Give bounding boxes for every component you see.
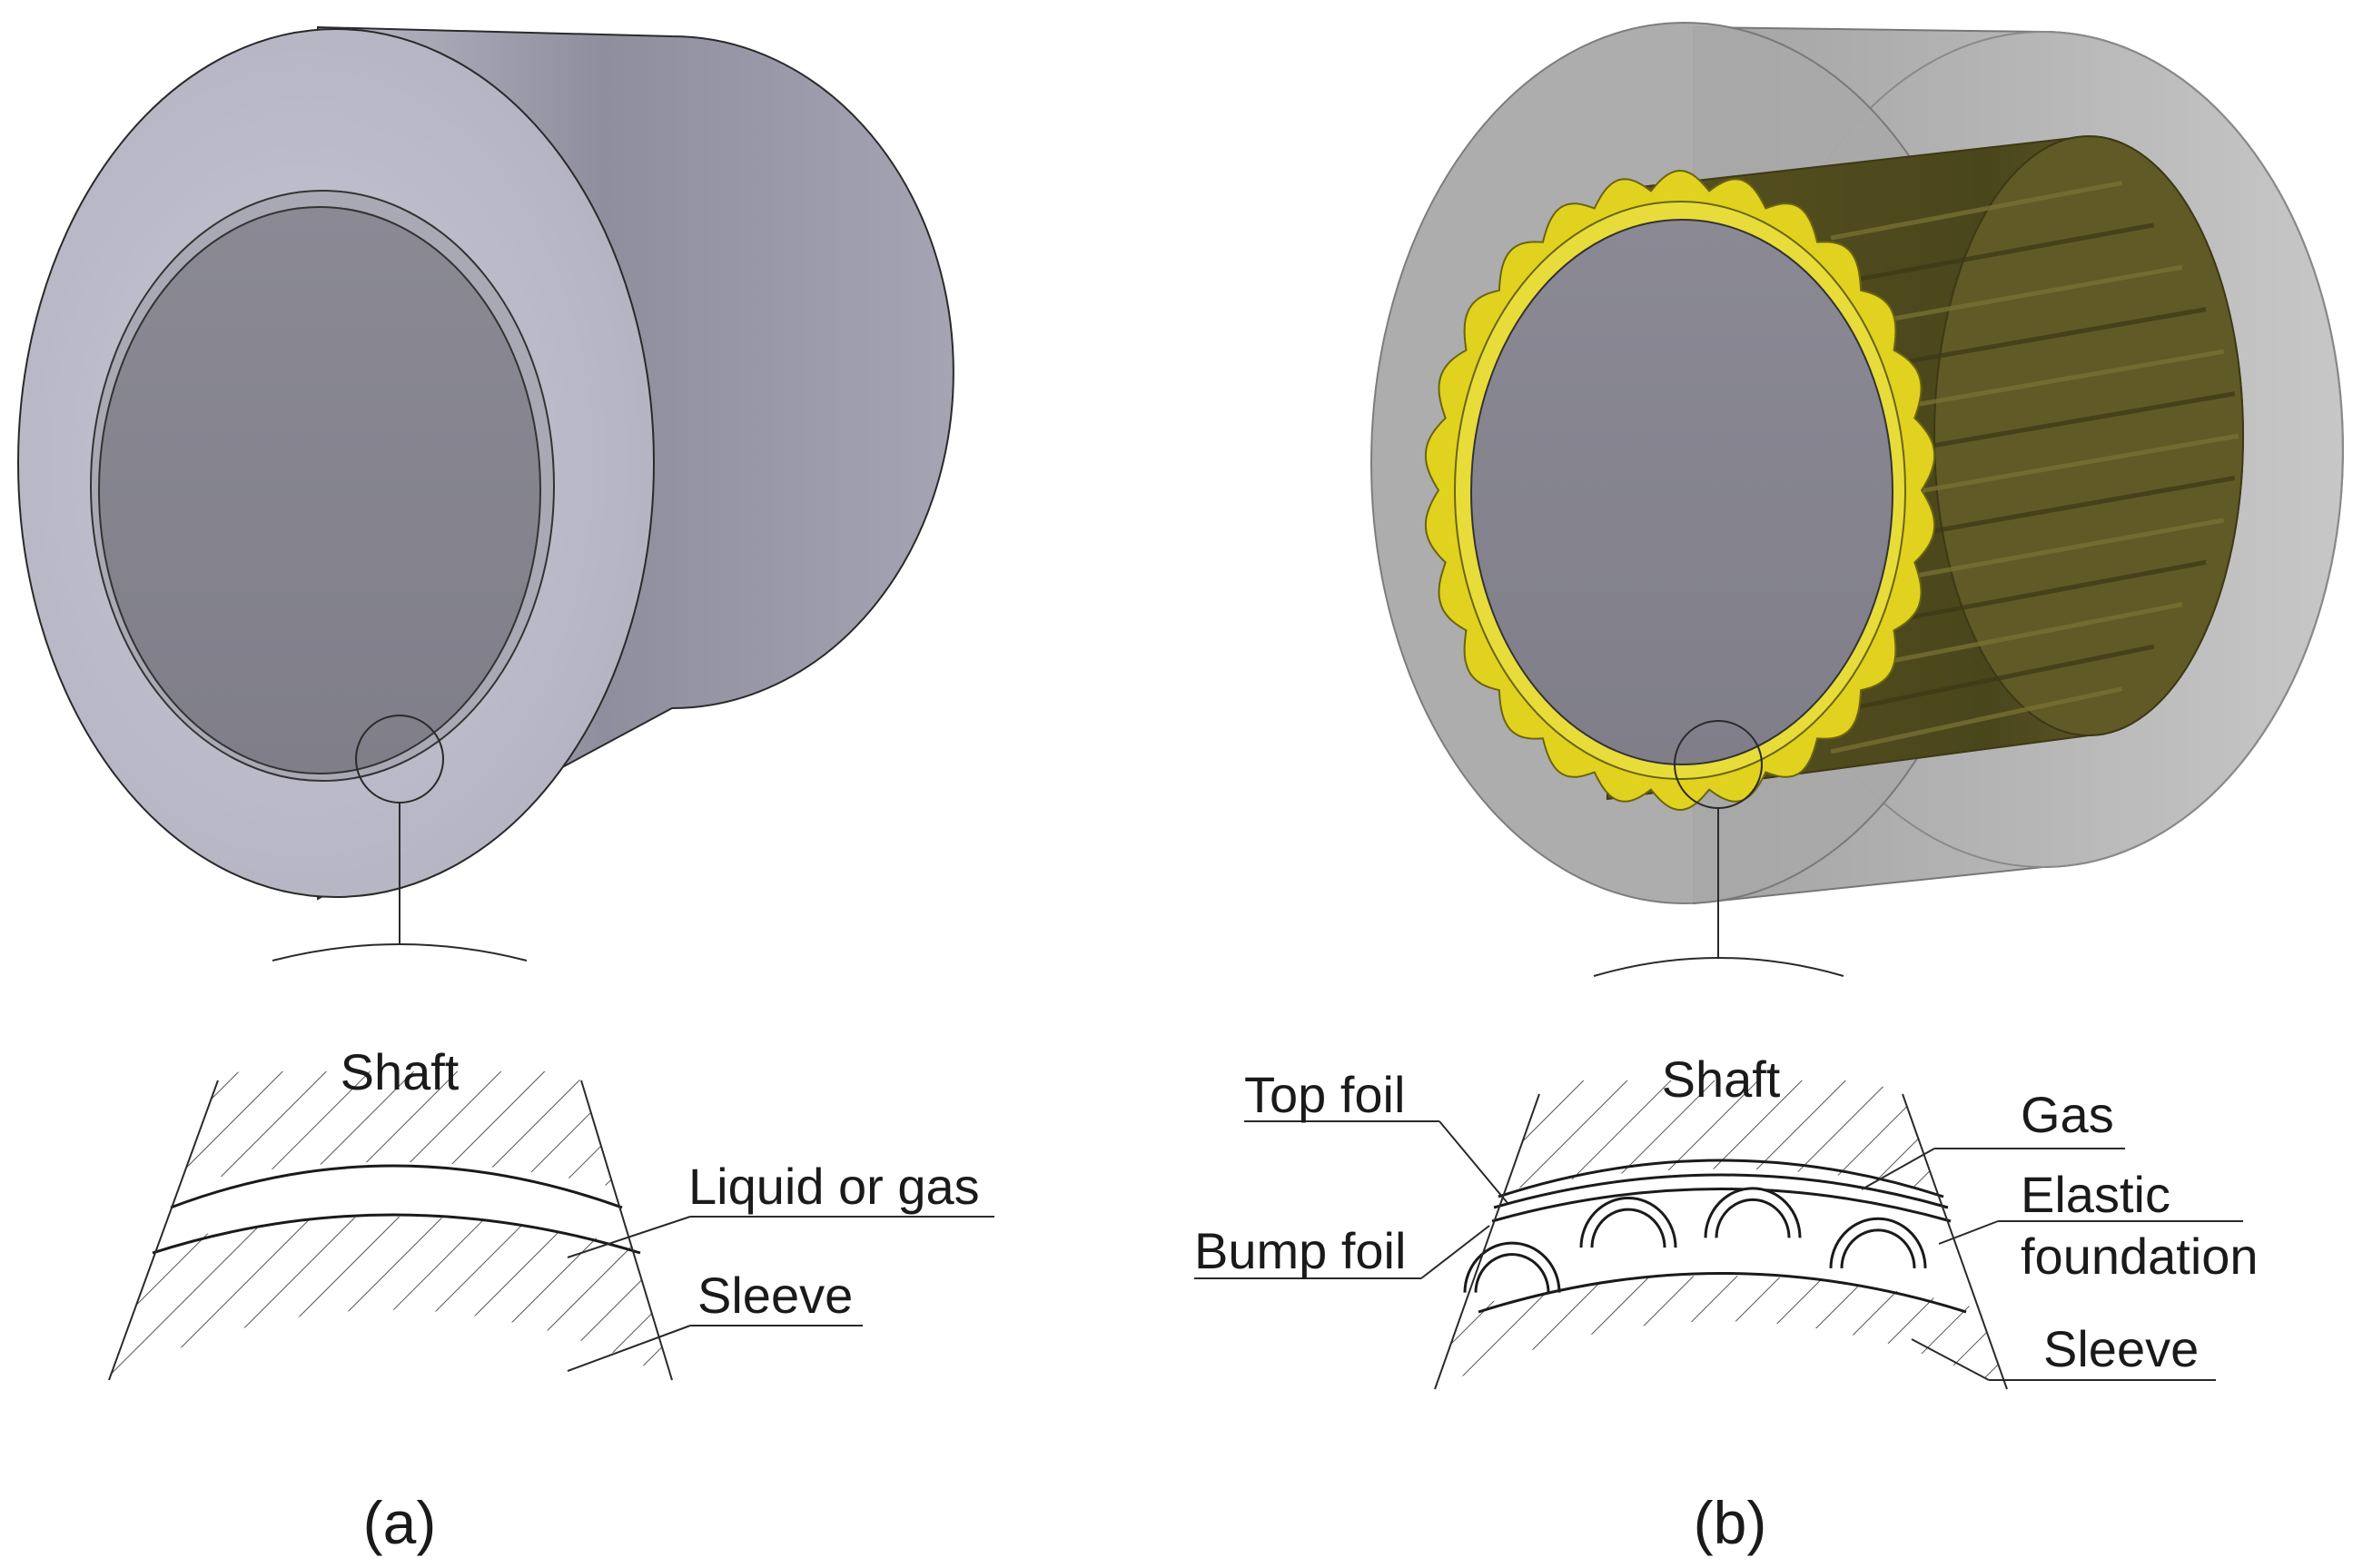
foil-ridge-line [1895, 475, 2236, 540]
foil-ridge-line [1864, 264, 2183, 326]
bump-arch [1579, 1197, 1677, 1248]
bump-arch [1829, 1217, 1927, 1268]
bump-foil-section [1463, 1187, 1927, 1293]
label-foundation: foundation [2021, 1228, 2259, 1285]
bump-arch [1463, 1241, 1561, 1293]
caption-b: (b) [1694, 1489, 1767, 1556]
bump-foil-back-end [1933, 135, 2244, 736]
foil-ridges [1830, 180, 2239, 754]
label-sleeve-b: Sleeve [2043, 1320, 2199, 1377]
label-gas: Gas [2021, 1086, 2114, 1143]
shaft-face-b [1470, 219, 1893, 765]
foil-ridge-line [1895, 391, 2236, 455]
panel-b-3d-view [1370, 22, 2344, 977]
label-shaft-a: Shaft [341, 1043, 460, 1100]
bump-arch [1474, 1253, 1550, 1293]
foil-ridge-line [1889, 518, 2225, 583]
panel-a-3d-view [17, 25, 954, 962]
bump-arch [1715, 1198, 1791, 1238]
foil-ridge-line [1830, 686, 2123, 754]
foil-ridge-line [1878, 559, 2207, 626]
label-top-foil: Top foil [1244, 1066, 1405, 1123]
label-shaft-b: Shaft [1662, 1050, 1781, 1108]
detail-arc-b [1593, 957, 1844, 977]
detail-arc [272, 943, 528, 962]
bump-arch [1590, 1208, 1666, 1248]
bump-arch [1840, 1228, 1916, 1268]
label-fluid: Liquid or gas [688, 1158, 980, 1215]
label-elastic: Elastic [2021, 1166, 2170, 1223]
panel-b-section-detail: Shaft Top foil Bump foil Gas Elastic fou… [1194, 1050, 2259, 1390]
foil-ridge-line [1864, 602, 2183, 669]
label-sleeve-a: Sleeve [697, 1267, 853, 1324]
shaft-face [98, 206, 541, 774]
caption-a: (a) [363, 1489, 437, 1556]
foil-ridge-line [1830, 180, 2123, 241]
panel-a-section-detail: Shaft Liquid or gas Sleeve [108, 1043, 994, 1381]
foil-ridge-line [1848, 644, 2155, 712]
foil-ridge-line [1897, 433, 2239, 498]
foil-ridge-line [1889, 349, 2225, 412]
label-bump-foil: Bump foil [1194, 1222, 1406, 1279]
foil-ridge-line [1878, 307, 2207, 370]
bump-arch [1704, 1187, 1802, 1238]
foil-ridge-line [1848, 222, 2155, 283]
